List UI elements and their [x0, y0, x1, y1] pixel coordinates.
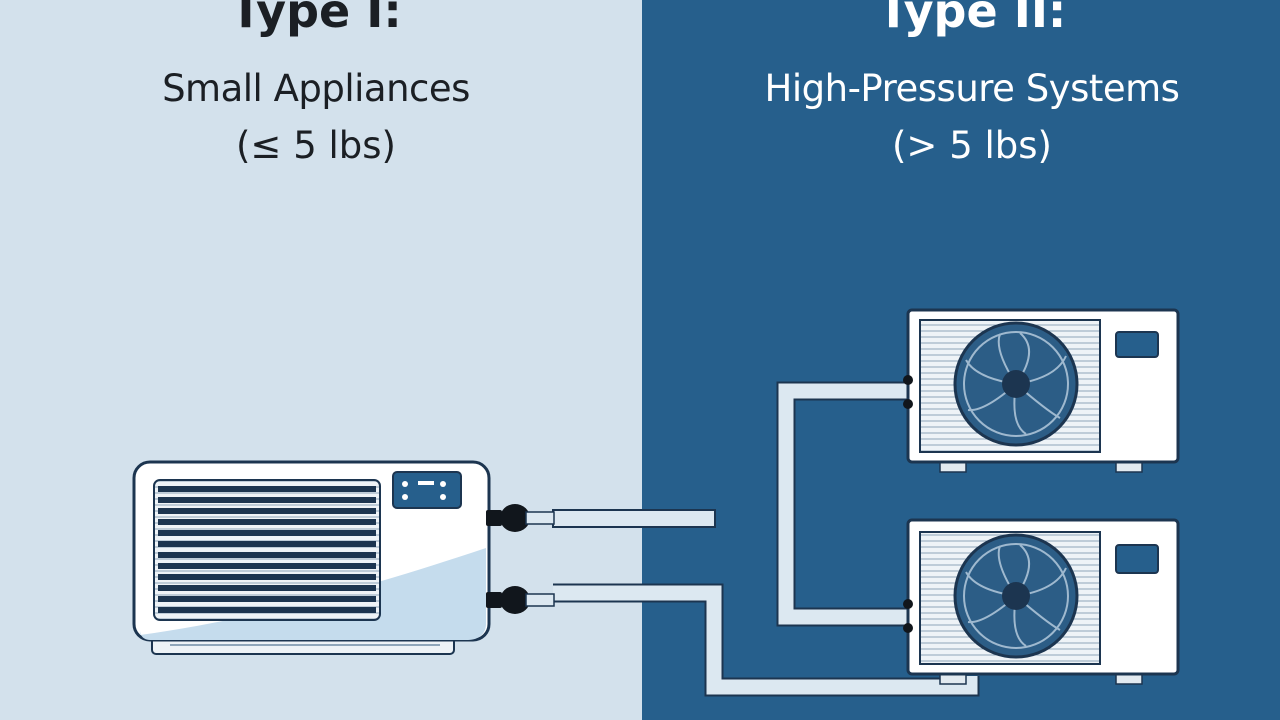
type-ii-range: (> 5 lbs) — [892, 124, 1052, 167]
outdoor-condenser-unit-icon — [903, 308, 1180, 473]
valve-connector-icon — [486, 504, 555, 532]
fan-icon — [953, 321, 1079, 447]
window-ac-unit-icon — [132, 460, 491, 655]
control-panel-icon — [392, 471, 462, 509]
fan-icon — [953, 533, 1079, 659]
valve-connector-icon — [486, 586, 555, 614]
type-ii-subtitle: High-Pressure Systems — [764, 67, 1180, 110]
outdoor-condenser-unit-icon — [903, 518, 1180, 685]
type-i-range: (≤ 5 lbs) — [236, 124, 396, 167]
type-ii-title: Type II: — [877, 0, 1067, 38]
type-i-subtitle: Small Appliances — [162, 67, 470, 110]
refrigerant-pipe-icon — [552, 509, 980, 697]
refrigerant-pipe-icon — [776, 381, 908, 627]
type-i-title: Type I: — [230, 0, 402, 38]
